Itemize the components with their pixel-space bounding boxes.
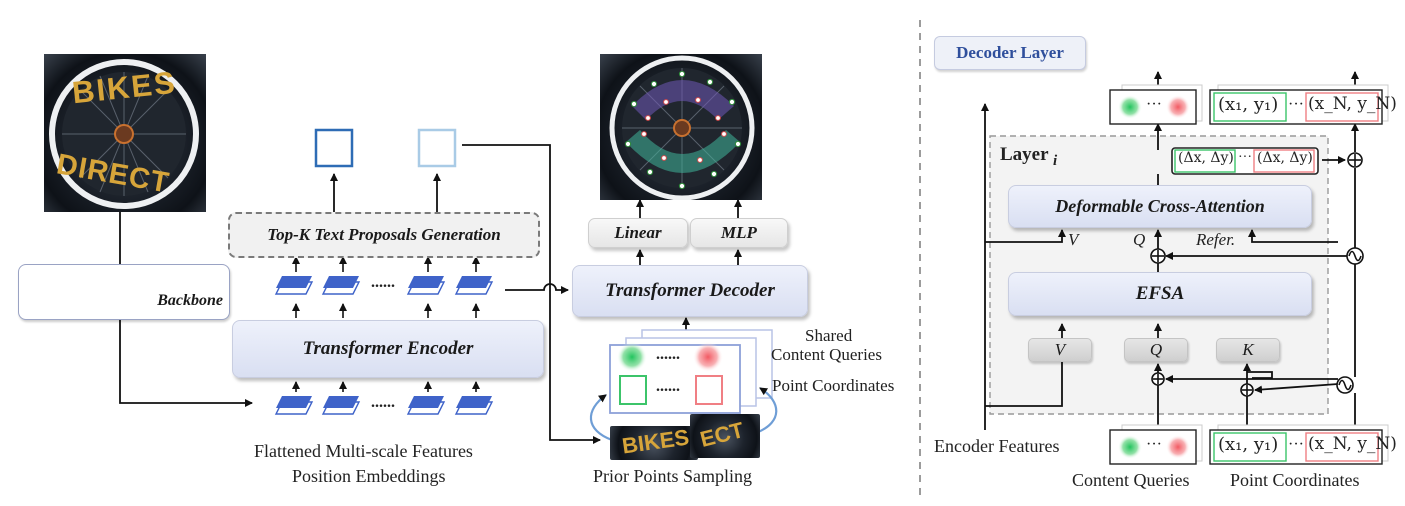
prior-points-crop-1: BIKES	[610, 426, 698, 460]
proposals-box: Top-K Text Proposals Generation	[228, 212, 540, 258]
top-coord-first: (x₁, y₁)	[1218, 94, 1279, 115]
efsa-box: EFSA	[1008, 272, 1312, 316]
input-image: BIKES DIRECT	[44, 54, 206, 212]
shared-queries-line1: Shared	[805, 326, 853, 345]
layer-label: Layer i	[1000, 144, 1057, 170]
k-chip: K	[1216, 338, 1280, 362]
backbone-label: Backbone	[157, 292, 223, 309]
encoder-to-decoder	[462, 144, 601, 444]
top-coord-dots: ···	[1288, 96, 1304, 113]
add-operator-query	[1150, 248, 1166, 264]
v-chip-label: V	[1054, 340, 1066, 359]
mlp-head-box: MLP	[690, 218, 788, 248]
point-coordinates-right: Point Coordinates	[1230, 470, 1360, 490]
efsa-label: EFSA	[1135, 283, 1185, 304]
backbone-connections	[119, 212, 253, 407]
transformer-encoder-box: Transformer Encoder	[232, 320, 544, 378]
query-panel-stack	[609, 329, 773, 414]
bottom-query-dots: ···	[1146, 436, 1162, 453]
mlp-label: MLP	[721, 223, 757, 242]
q-chip: Q	[1124, 338, 1188, 362]
point-coordinates-middle: Point Coordinates	[772, 376, 895, 395]
transformer-decoder-label: Transformer Decoder	[605, 280, 775, 301]
right-bottom-query-box	[1109, 424, 1203, 465]
query-dots-lower: ......	[656, 378, 680, 395]
feature-stack-upper	[274, 276, 494, 295]
v-input-label: V	[1068, 230, 1079, 249]
features-caption-line1: Flattened Multi-scale Features	[254, 441, 473, 461]
sine-operator-lower	[1336, 376, 1354, 394]
layer-label-text: Layer	[1000, 144, 1049, 165]
bottom-coord-dots: ···	[1288, 436, 1304, 453]
deformable-cross-attention-box: Deformable Cross-Attention	[1008, 185, 1312, 228]
delta-dots: ···	[1238, 150, 1252, 165]
top-query-dots: ···	[1146, 96, 1162, 113]
v-chip: V	[1028, 338, 1092, 362]
sine-operator-upper	[1346, 247, 1364, 265]
feature-dots-lower: ......	[371, 394, 395, 411]
bottom-coord-last: (x_N, y_N)	[1308, 434, 1397, 454]
sign-graphic	[49, 59, 199, 209]
prior-points-crop-2: ECT	[690, 414, 760, 458]
proposals-label: Top-K Text Proposals Generation	[267, 225, 501, 244]
right-bottom-coord-box	[1209, 424, 1389, 465]
proposal-arrows	[330, 173, 441, 212]
shared-queries-line2: Content Queries	[771, 345, 882, 364]
deformable-cross-attention-label: Deformable Cross-Attention	[1055, 196, 1265, 216]
top-coord-last: (x_N, y_N)	[1308, 94, 1397, 114]
right-top-query-box	[1109, 84, 1203, 125]
refer-input-label: Refer.	[1196, 230, 1236, 249]
add-operator-lower	[1151, 372, 1165, 386]
proposal-square-dark	[314, 128, 354, 168]
k-chip-label: K	[1242, 340, 1254, 359]
feature-dots-upper: ......	[371, 274, 395, 291]
feature-stack-lower	[274, 396, 494, 415]
delta-last: (Δx, Δy)	[1257, 150, 1313, 166]
linear-head-box: Linear	[588, 218, 688, 248]
decoder-layer-title-text: Decoder Layer	[956, 43, 1064, 62]
layer-subscript: i	[1052, 152, 1058, 169]
encoder-features-label: Encoder Features	[934, 436, 1060, 456]
proposal-square-light	[417, 128, 457, 168]
q-chip-label: Q	[1149, 340, 1163, 359]
q-input-label: Q	[1133, 230, 1146, 249]
decoder-layer-connectors	[981, 71, 1359, 430]
linear-label: Linear	[614, 223, 662, 242]
bottom-coord-first: (x₁, y₁)	[1218, 434, 1279, 455]
crop-text-1: BIKES	[620, 426, 691, 459]
transformer-encoder-label: Transformer Encoder	[302, 338, 474, 359]
delta-first: (Δx, Δy)	[1178, 150, 1234, 166]
decoder-layer-title: Decoder Layer	[934, 36, 1086, 70]
add-operator-k	[1240, 383, 1254, 397]
prior-point-curves	[589, 387, 778, 442]
content-queries-label: Content Queries	[1072, 470, 1190, 490]
output-image	[600, 54, 762, 200]
right-top-coord-box	[1209, 84, 1389, 125]
add-operator-top	[1347, 152, 1363, 168]
prior-points-label: Prior Points Sampling	[593, 466, 753, 486]
output-sign-graphic	[609, 55, 755, 200]
crop-text-2: ECT	[697, 417, 747, 452]
operator-symbols	[1150, 152, 1364, 397]
features-caption-line2: Position Embeddings	[292, 466, 446, 486]
backbone-box: Backbone	[18, 264, 230, 320]
transformer-decoder-box: Transformer Decoder	[572, 265, 808, 317]
query-dots-upper: ......	[656, 346, 680, 363]
delta-box	[1171, 147, 1319, 175]
encoder-flow-arrows	[292, 256, 480, 392]
